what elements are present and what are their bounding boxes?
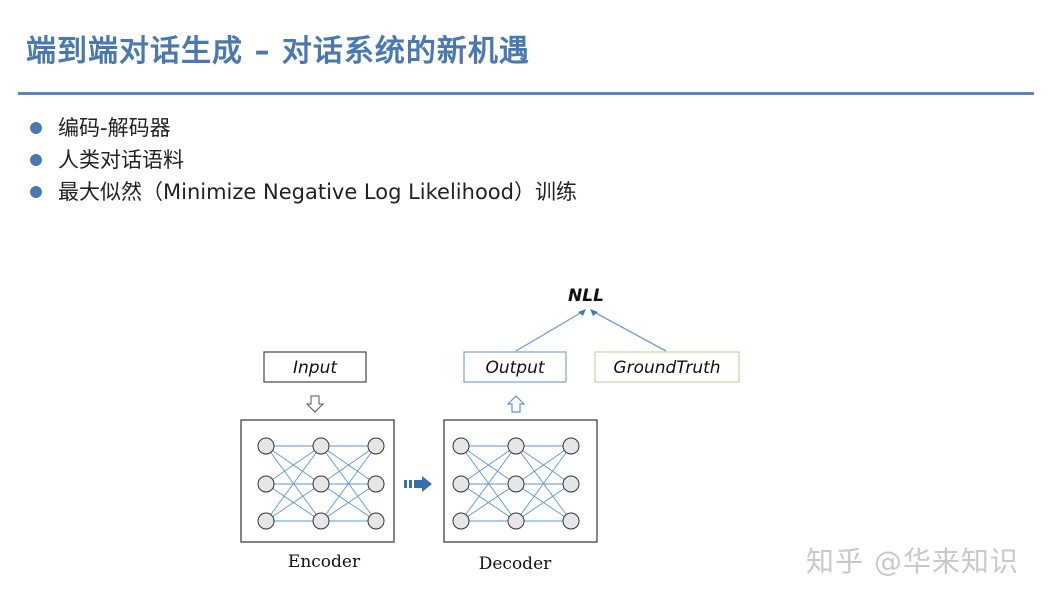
bullet-dot-icon [30,186,42,198]
bullet-dot-icon [30,122,42,134]
decoder-label: Decoder [479,554,552,574]
network-edge [265,445,322,485]
encoder-network [257,437,385,530]
encoder-to-decoder-arrow-icon [404,476,432,492]
output-label: Output [485,358,545,378]
bullet-dot-icon [30,154,42,166]
network-node [452,475,470,493]
network-node [257,475,275,493]
network-node [312,437,330,455]
network-edge [460,483,517,522]
network-node [452,437,470,455]
nll-arrowhead-left-icon [578,309,586,316]
network-node [367,512,385,530]
network-node [367,437,385,455]
network-edge [265,483,322,522]
network-node [257,512,275,530]
network-node [507,512,525,530]
bullet-text: 最大似然（Minimize Negative Log Likelihood）训练 [58,180,577,204]
decoder-network [452,437,580,530]
network-edge [515,445,572,485]
network-node [562,512,580,530]
network-edge [460,445,517,522]
network-node [507,475,525,493]
groundtruth-to-nll-line [593,311,667,352]
network-node [257,437,275,455]
network-node [452,512,470,530]
network-edge [320,445,377,485]
output-box [463,351,567,383]
network-edge [265,445,322,522]
encoder-label: Encoder [288,552,361,572]
bullet-item: 人类对话语料 [30,144,577,176]
network-edge [515,445,572,522]
output-to-nll-line [515,311,583,352]
down-arrow-icon [305,395,325,413]
bullet-item: 编码-解码器 [30,112,577,144]
bullet-item: 最大似然（Minimize Negative Log Likelihood）训练 [30,176,577,208]
nll-arrowhead-right-icon [590,309,598,316]
network-node [562,437,580,455]
slide-title: 端到端对话生成 – 对话系统的新机遇 [26,34,530,69]
up-arrow-icon [506,395,526,413]
network-node [367,475,385,493]
network-edge [320,483,377,522]
input-box [263,351,367,383]
network-node [312,512,330,530]
network-edge [320,445,377,522]
input-label: Input [293,358,338,378]
bullet-text: 人类对话语料 [58,148,184,172]
watermark: 知乎 @华来知识 [806,545,1019,578]
network-edge [460,445,517,485]
network-node [312,475,330,493]
bullet-list: 编码-解码器 人类对话语料 最大似然（Minimize Negative Log… [30,112,577,208]
ground-truth-label: GroundTruth [613,358,720,378]
network-node [507,437,525,455]
nll-label: NLL [568,286,604,306]
title-divider [18,92,1034,95]
network-edge [515,483,572,522]
ground-truth-box [594,351,740,383]
bullet-text: 编码-解码器 [58,116,171,140]
network-node [562,475,580,493]
